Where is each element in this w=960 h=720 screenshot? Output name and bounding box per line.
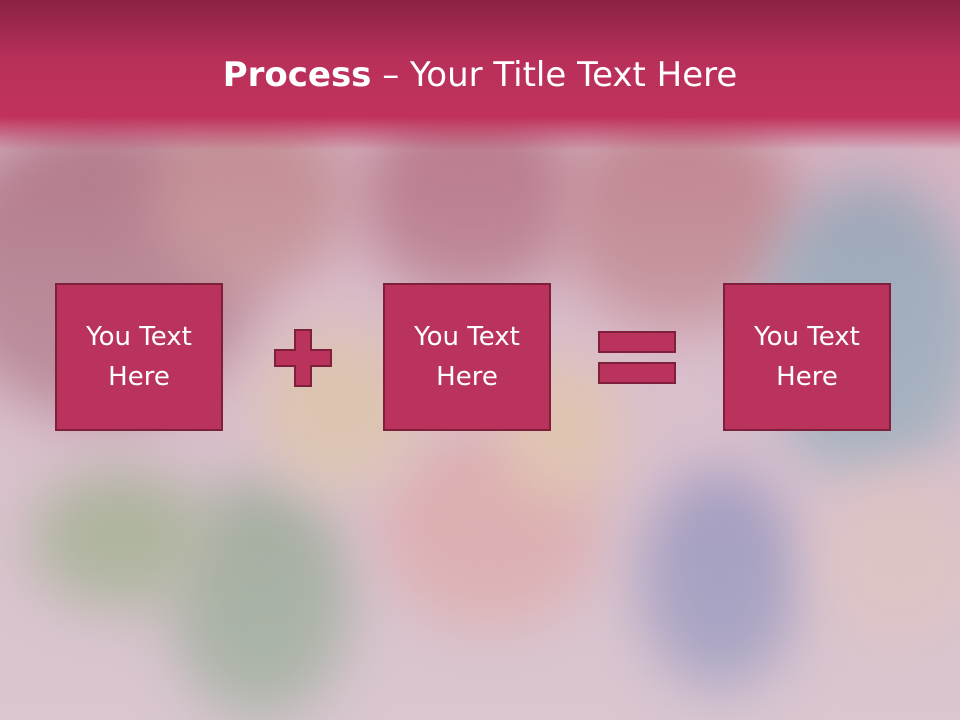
process-box-3: You Text Here [723,283,891,431]
title-band [0,0,960,150]
process-box-2: You Text Here [383,283,551,431]
slide-title: Process – Your Title Text Here [0,52,960,98]
process-box-1: You Text Here [55,283,223,431]
process-box-2-text: You Text Here [414,322,520,392]
process-box-3-text: You Text Here [754,322,860,392]
title-bold: Process [222,55,372,95]
title-rest: – Your Title Text Here [371,55,738,95]
plus-icon [274,329,332,387]
process-box-1-text: You Text Here [86,322,192,392]
equals-icon [598,331,676,384]
